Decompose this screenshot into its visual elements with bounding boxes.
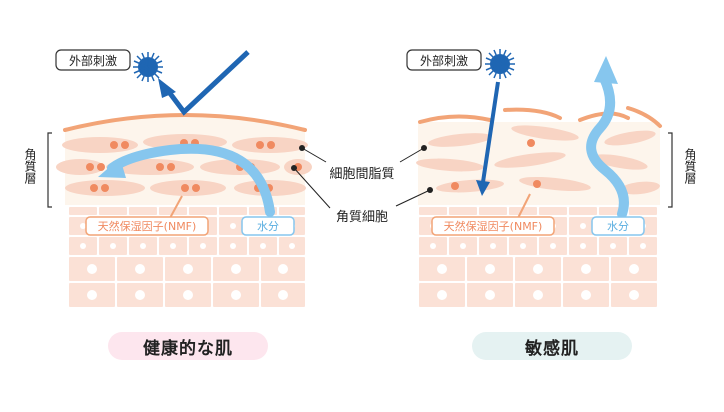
sensitive-skin-caption: 敏感肌 — [472, 332, 632, 360]
nmf-pointer-left — [169, 195, 183, 219]
stratum-corneum-label-right: 角質層 — [683, 148, 697, 184]
skin-surface-line-left — [63, 113, 307, 132]
stimulus-label-left: 外部刺激 — [69, 53, 117, 68]
stimulus-label-right: 外部刺激 — [420, 53, 468, 68]
nmf-label-box-right — [431, 216, 555, 236]
water-label-right: 水分 — [607, 220, 629, 233]
skin-surface-lines-right — [418, 106, 662, 128]
center-callouts: 細胞間脂質 角質細胞 — [291, 145, 433, 225]
stratum-corneum-label-left: 角質層 — [23, 148, 37, 184]
bracket-right — [668, 132, 673, 208]
water-loss-arrow-right — [586, 73, 629, 219]
penetrate-arrow — [481, 81, 500, 183]
healthy-skin-illustration: 外部刺激 天然保湿因子(NMF) 水分 — [47, 49, 312, 309]
nmf-label-left: 天然保湿因子(NMF) — [98, 219, 197, 233]
water-label-box-right — [591, 216, 645, 236]
water-label-left: 水分 — [257, 220, 279, 233]
nmf-label-right: 天然保湿因子(NMF) — [444, 219, 543, 233]
water-retention-arrow-left — [107, 143, 275, 217]
penetrate-arrow-head — [476, 180, 490, 196]
corneocyte-label: 角質細胞 — [336, 210, 388, 225]
stimulus-burst-right — [485, 49, 515, 79]
nmf-pointer-right — [517, 193, 531, 219]
stimulus-label-box-right — [406, 49, 482, 71]
water-arrow-head-right — [594, 56, 618, 84]
nmf-dots-right — [451, 139, 541, 190]
sensitive-skin-illustration: 外部刺激 天然保湿因子(NMF) 水分 — [406, 49, 673, 309]
cell-nuclei-left — [80, 223, 295, 300]
healthy-skin-caption: 健康的な肌 — [108, 332, 268, 360]
intercellular-lipid-label: 細胞間脂質 — [329, 167, 394, 182]
deflect-arrow — [164, 50, 250, 116]
bracket-left — [47, 132, 52, 208]
water-arrow-head-left — [98, 158, 126, 178]
water-label-box-left — [241, 216, 295, 236]
nmf-label-box-left — [85, 216, 209, 236]
stimulus-burst-left — [133, 52, 163, 82]
stimulus-label-box-left — [55, 49, 131, 71]
deflect-arrow-head — [158, 78, 176, 98]
